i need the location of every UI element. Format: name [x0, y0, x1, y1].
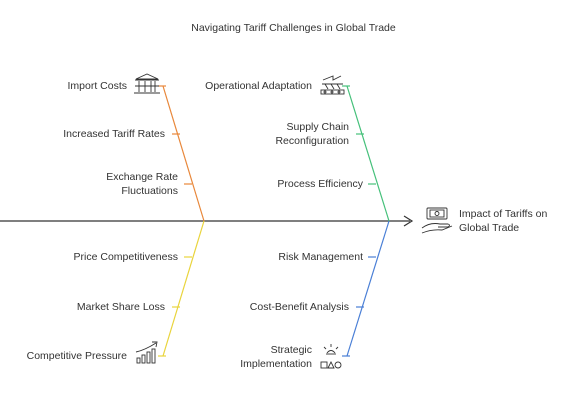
label-process-efficiency: Process Efficiency — [277, 178, 363, 190]
effect-label-line2: Global Trade — [459, 222, 520, 234]
label-exchange-rate-line1: Exchange Rate — [106, 171, 178, 183]
idea-shapes-icon — [320, 344, 342, 369]
effect-label-line1: Impact of Tariffs on — [459, 208, 548, 220]
spine-arrowhead — [403, 215, 414, 227]
label-exchange-rate-line2: Fluctuations — [121, 185, 178, 197]
label-supply-chain-line2: Reconfiguration — [275, 135, 349, 147]
label-market-share-loss: Market Share Loss — [76, 301, 165, 313]
label-strategic-line1: Strategic — [270, 344, 312, 356]
label-risk-management: Risk Management — [278, 251, 363, 263]
bone-left-bottom — [162, 220, 205, 357]
label-exchange-rate-fluctuations: Exchange Rate Fluctuations — [106, 170, 178, 198]
label-competitive-pressure: Competitive Pressure — [26, 350, 127, 362]
label-supply-chain-line1: Supply Chain — [286, 121, 349, 133]
label-price-competitiveness: Price Competitiveness — [73, 251, 178, 263]
label-increased-tariff-rates: Increased Tariff Rates — [63, 128, 165, 140]
conveyor-factory-icon — [320, 75, 345, 95]
label-operational-adaptation: Operational Adaptation — [205, 80, 312, 92]
label-supply-chain-reconfiguration: Supply Chain Reconfiguration — [275, 120, 349, 148]
label-cost-benefit-analysis: Cost-Benefit Analysis — [249, 301, 349, 313]
label-import-costs: Import Costs — [67, 80, 127, 92]
bone-left-top — [162, 85, 205, 222]
diagram-title: Navigating Tariff Challenges in Global T… — [191, 22, 396, 34]
label-strategic-line2: Implementation — [240, 358, 312, 370]
bone-right-bottom — [346, 220, 390, 357]
building-columns-icon — [134, 73, 160, 94]
money-hand-icon — [421, 207, 453, 234]
bar-chart-growth-icon — [135, 341, 158, 364]
effect-label: Impact of Tariffs on Global Trade — [459, 207, 547, 235]
bone-right-top — [346, 85, 390, 222]
label-strategic-implementation: Strategic Implementation — [240, 343, 312, 371]
